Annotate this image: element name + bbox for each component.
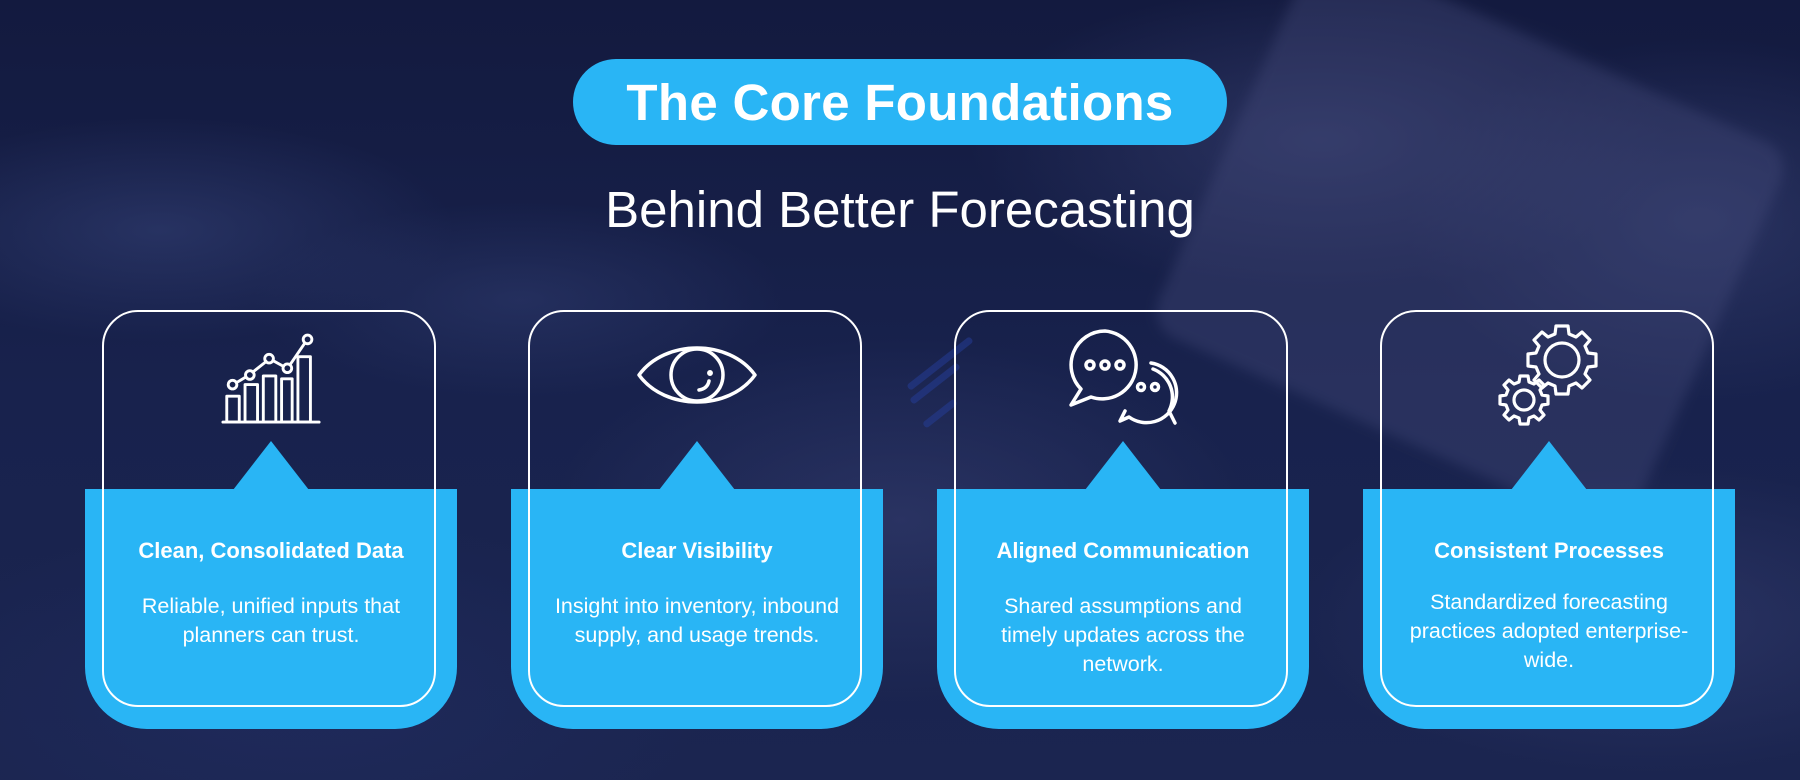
card-base: [937, 489, 1309, 729]
card-notch: [659, 441, 735, 490]
page-title: The Core Foundations: [626, 73, 1174, 131]
card-description: Insight into inventory, inbound supply, …: [554, 594, 840, 647]
card-base: [511, 489, 883, 729]
bar-chart-trend-icon: [221, 320, 321, 430]
gears-icon: [1496, 320, 1602, 430]
card-description: Standardized forecasting practices adopt…: [1409, 590, 1689, 672]
card-base: [1363, 489, 1735, 729]
card-consistent-processes: Consistent Processes Standardized foreca…: [1363, 310, 1735, 730]
title-pill: The Core Foundations: [573, 59, 1227, 145]
card-notch: [1085, 441, 1161, 490]
card-clean-data: Clean, Consolidated Data Reliable, unifi…: [85, 310, 457, 730]
card-notch: [233, 441, 309, 490]
eye-icon: [635, 320, 759, 430]
card-heading: Aligned Communication: [996, 538, 1250, 563]
card-notch: [1511, 441, 1587, 490]
card-outline: [1380, 310, 1714, 707]
chat-bubbles-icon: [1065, 320, 1181, 430]
card-outline: [528, 310, 862, 707]
card-outline: [954, 310, 1288, 707]
card-heading: Clean, Consolidated Data: [138, 538, 404, 563]
card-heading: Clear Visibility: [621, 538, 773, 563]
card-description: Reliable, unified inputs that planners c…: [141, 594, 401, 647]
card-aligned-communication: Aligned Communication Shared assumptions…: [937, 310, 1309, 730]
card-outline: [102, 310, 436, 707]
card-clear-visibility: Clear Visibility Insight into inventory,…: [511, 310, 883, 730]
card-description: Shared assumptions and timely updates ac…: [1001, 594, 1245, 676]
page-subtitle: Behind Better Forecasting: [605, 181, 1195, 238]
card-base: [85, 489, 457, 729]
card-heading: Consistent Processes: [1434, 538, 1664, 563]
